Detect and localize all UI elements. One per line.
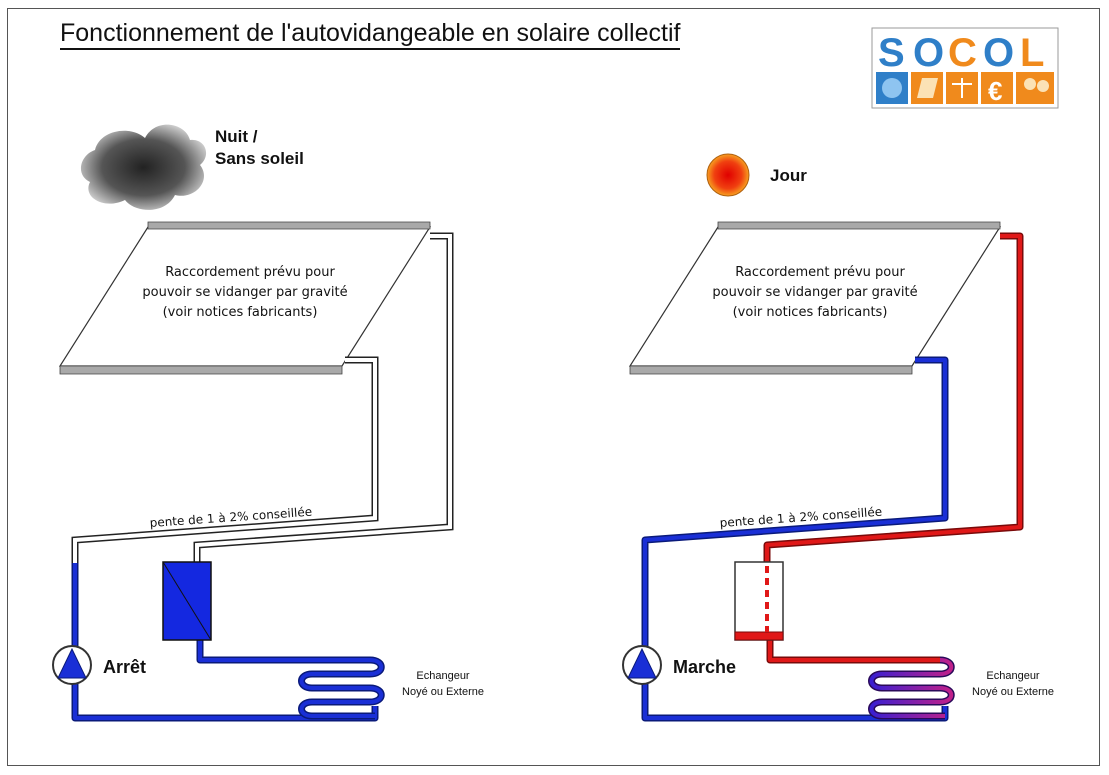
left-diagram: Nuit / Sans soleil Raccordement prévu po… <box>52 124 484 722</box>
exchanger-label-2: Noyé ou Externe <box>972 686 1054 698</box>
panel-note-line-2: pouvoir se vidanger par gravité <box>142 285 347 300</box>
panel-note-line-2: pouvoir se vidanger par gravité <box>712 285 917 300</box>
diagram-frame <box>7 8 1100 766</box>
drainback-tank <box>162 561 212 641</box>
logo-letter-o1: O <box>913 31 944 75</box>
svg-text:€: € <box>988 76 1002 106</box>
exchanger-label-2: Noyé ou Externe <box>402 686 484 698</box>
exchanger-label-1: Echangeur <box>986 670 1040 682</box>
pump-icon <box>622 645 662 685</box>
sun-icon <box>706 153 750 197</box>
right-diagram: Jour Raccordement prévu pour pouvoir se … <box>622 153 1054 722</box>
no-sun-label: Sans soleil <box>215 149 304 168</box>
panel-note-line-1: Raccordement prévu pour <box>165 265 335 280</box>
pump-state-label: Arrêt <box>103 657 146 677</box>
drainback-tank <box>734 561 784 641</box>
pump-state-label: Marche <box>673 657 736 677</box>
exchanger-label-1: Echangeur <box>416 670 470 682</box>
pump-icon <box>52 645 92 685</box>
logo-letter-l: L <box>1020 31 1044 75</box>
panel-note-line-3: (voir notices fabricants) <box>163 305 318 320</box>
logo-euro-icon <box>981 72 1013 104</box>
panel-note-line-3: (voir notices fabricants) <box>733 305 888 320</box>
night-label: Nuit / <box>215 127 258 146</box>
socol-logo: S O C O L € <box>871 27 1059 109</box>
panel-note-line-1: Raccordement prévu pour <box>735 265 905 280</box>
logo-letter-c: C <box>948 31 977 75</box>
exchanger-coil <box>868 656 955 720</box>
hot-pipe <box>763 232 1024 664</box>
drained-pipes <box>71 232 454 565</box>
cloud-icon <box>80 124 207 210</box>
filled-pipes <box>71 563 385 722</box>
page-title: Fonctionnement de l'autovidangeable en s… <box>60 19 681 50</box>
day-label: Jour <box>770 166 807 185</box>
logo-letter-s: S <box>878 31 905 75</box>
logo-letter-o2: O <box>983 31 1014 75</box>
